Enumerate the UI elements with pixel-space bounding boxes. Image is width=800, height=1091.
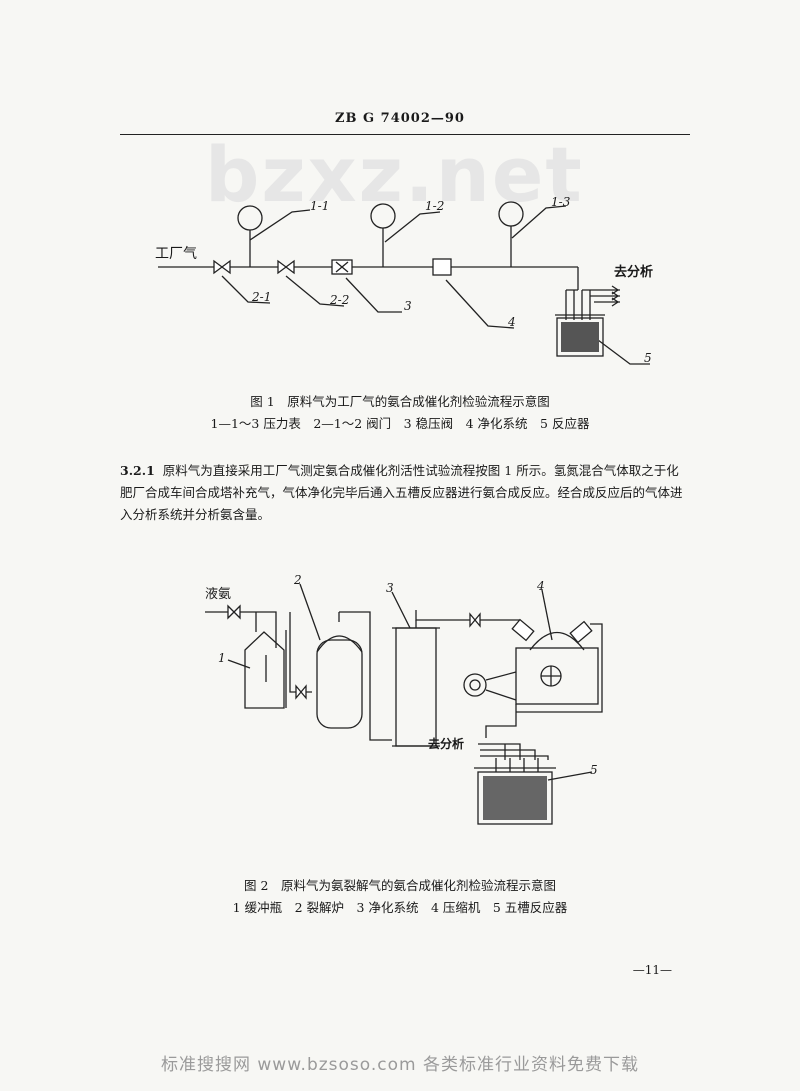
fig2-callout-5: 5 bbox=[590, 763, 598, 777]
fig2-cracking-furnace-2 bbox=[316, 639, 363, 729]
fig1-inlet-label: 工厂气 bbox=[155, 246, 197, 262]
fig2-inlet-label: 液氨 bbox=[205, 587, 231, 602]
fig1-caption-title: 图 1 原料气为工厂气的氨合成催化剂检验流程示意图 bbox=[250, 394, 550, 409]
fig2-compressor-housing bbox=[515, 647, 599, 705]
fig1-callout-1-2: 1-2 bbox=[425, 199, 444, 213]
fig2-callout-4: 4 bbox=[536, 579, 545, 593]
figure-2-diagram: 液氨 去分析 1 2 3 4 5 bbox=[205, 573, 603, 825]
fig1-callout-3: 3 bbox=[404, 299, 412, 313]
fig1-callout-1-1: 1-1 bbox=[310, 199, 329, 213]
page-number: —11— bbox=[632, 963, 672, 977]
fig1-reactor-5 bbox=[556, 317, 604, 357]
fig2-callout-1: 1 bbox=[218, 651, 226, 665]
fig1-caption-legend: 1—1～3 压力表 2—1～2 阀门 3 稳压阀 4 净化系统 5 反应器 bbox=[210, 416, 590, 431]
fig2-callout-3: 3 bbox=[386, 581, 394, 595]
standard-code-header: ZB G 74002—90 bbox=[335, 111, 465, 126]
fig1-callout-5: 5 bbox=[644, 351, 652, 365]
site-footer-banner: 标准搜搜网 www.bzsoso.com 各类标准行业资料免费下载 bbox=[160, 1055, 639, 1075]
fig1-valve-2-1 bbox=[213, 259, 231, 275]
fig2-outlet-label: 去分析 bbox=[428, 736, 464, 751]
fig2-buffer-vessel-1 bbox=[244, 631, 285, 709]
watermark: bzxz.net bbox=[205, 130, 584, 219]
section-text: 原料气为直接采用工厂气测定氨合成催化剂活性试验流程按图 1 所示。氢氮混合气体取… bbox=[120, 463, 683, 522]
fig2-callout-2: 2 bbox=[293, 573, 302, 587]
fig2-compressor-4 bbox=[463, 673, 487, 697]
fig1-callout-1-3: 1-3 bbox=[551, 195, 571, 209]
fig1-callout-2-1: 2-1 bbox=[251, 290, 271, 304]
fig1-valve-2-2 bbox=[277, 259, 295, 275]
fig1-outlet-label: 去分析 bbox=[614, 264, 653, 280]
fig2-reactor-5 bbox=[477, 771, 553, 825]
fig1-purifier-4 bbox=[432, 258, 452, 276]
fig2-caption-legend: 1 缓冲瓶 2 裂解炉 3 净化系统 4 压缩机 5 五槽反应器 bbox=[232, 900, 568, 915]
section-number: 3.2.1 bbox=[120, 463, 155, 478]
fig1-callout-2-2: 2-2 bbox=[329, 293, 349, 307]
fig2-caption-title: 图 2 原料气为氨裂解气的氨合成催化剂检验流程示意图 bbox=[244, 878, 556, 893]
fig2-purifier-3 bbox=[395, 627, 437, 747]
header-rule bbox=[120, 134, 690, 135]
figure-1-diagram: 工厂气 去分析 1-1 1-2 1-3 2-1 2-2 3 4 5 bbox=[155, 195, 653, 365]
fig1-callout-4: 4 bbox=[507, 315, 516, 329]
